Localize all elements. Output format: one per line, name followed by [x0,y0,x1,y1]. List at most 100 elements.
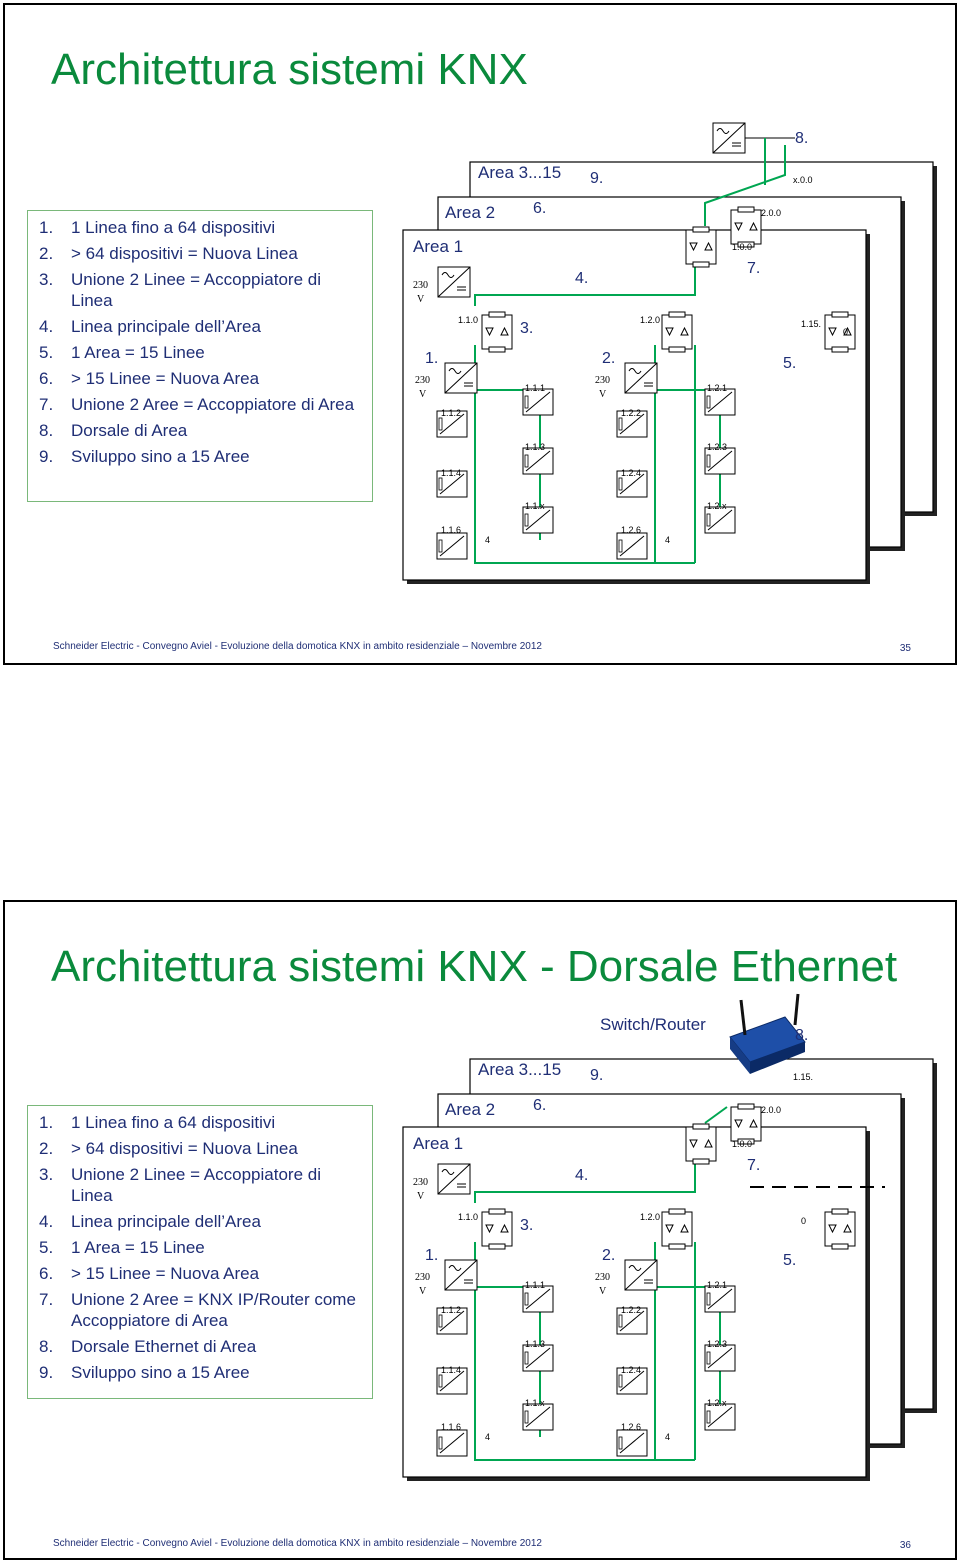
list-item: 3.Unione 2 Linee = Accoppiatore di Linea [36,269,364,311]
list-item: 8. Dorsale Ethernet di Area [36,1336,364,1357]
step-label: 9. [590,1067,604,1084]
diagram-canvas [402,122,937,584]
line-coupler-icon [824,1208,856,1250]
voltage-label: 230 [413,1177,428,1188]
address-label: 1.1.6 [441,525,462,535]
slide-1: Architettura sistemi KNX 1.1 Linea fino … [3,3,957,665]
voltage-unit-label: V [419,1286,427,1297]
item-text: > 64 dispositivi = Nuova Linea [71,244,298,263]
voltage-unit-label: V [419,389,427,400]
step-label: 4. [575,270,589,287]
bus-device-icon [616,1429,648,1457]
address-label: 1.15. [801,319,822,329]
power-supply-icon [624,362,658,394]
list-item: 3.Unione 2 Linee = Accoppiatore di Linea [36,1164,364,1206]
item-number: 1. [39,218,54,237]
area-label: Area 2 [445,1100,496,1119]
step-label: 4. [575,1167,589,1184]
slide-title: Architettura sistemi KNX - Dorsale Ether… [51,942,898,991]
line-coupler-icon [685,226,717,268]
step-label: 3. [520,1217,534,1234]
area-label: Area 1 [413,237,464,256]
list-item: 7. Unione 2 Aree = KNX IP/Router come Acc… [36,1289,364,1331]
address-label: 1.1.4 [441,468,462,478]
address-label: 1.2.3 [707,1339,728,1349]
line-count-label: 4 [665,1432,671,1442]
address-label: 1.15. [793,1072,814,1082]
feature-list-box: 1.1 Linea fino a 64 dispositivi 2.> 64 d… [27,210,373,502]
list-item: 5.1 Area = 15 Linee [36,1237,364,1258]
switch-router-icon [729,993,806,1074]
address-label: 1.1.0 [458,315,479,325]
voltage-unit-label: V [417,294,425,305]
address-label: 1.2.1 [707,383,728,393]
bus-device-icon [616,532,648,560]
address-label: 0 [801,1216,807,1226]
address-label: 2.0.0 [761,1105,782,1115]
power-supply-icon [712,122,746,154]
address-label: 1.2.4 [621,468,642,478]
voltage-label: 230 [415,375,430,386]
item-text: > 15 Linee = Nuova Area [71,369,260,388]
item-number: 5. [39,343,54,362]
line-coupler-icon [661,311,693,353]
area-label: Area 2 [445,203,496,222]
item-number: 2. [39,244,54,263]
voltage-label: 230 [413,280,428,291]
address-label: 1.2.4 [621,1365,642,1375]
address-label: 1.2.1 [707,1280,728,1290]
bus-device-icon [704,1344,736,1372]
address-label: 1.2.x [707,1398,727,1408]
address-label: 1.1.x [525,1398,545,1408]
area-label: Area 1 [413,1134,464,1153]
address-label: 1.1.4 [441,1365,462,1375]
address-label: 1.1.1 [525,383,546,393]
address-label: 1.2.2 [621,1305,642,1315]
item-number: 4. [39,1212,54,1231]
voltage-unit-label: V [599,1286,607,1297]
item-text: Unione 2 Aree = KNX IP/Router come Accop… [71,1290,356,1330]
switch-router-label: Switch/Router [600,1015,706,1034]
bus-device-icon [616,410,648,438]
bus-device-icon [522,1344,554,1372]
list-item: 4.Linea principale dell’Area [36,1211,364,1232]
bus-device-icon [704,1403,736,1431]
voltage-label: 230 [595,1272,610,1283]
address-label: 1.1.2 [441,1305,462,1315]
main-line [474,260,696,306]
step-label: 9. [590,170,604,187]
line-count-label: 4 [485,1432,491,1442]
power-supply-icon [444,362,478,394]
item-text: > 15 Linee = Nuova Area [71,1264,260,1283]
address-label: 1.1.0 [458,1212,479,1222]
item-text: 1 Area = 15 Linee [71,1238,205,1257]
item-text: Dorsale Ethernet di Area [71,1337,257,1356]
power-supply-icon [444,1259,478,1291]
page-number: 35 [899,643,911,654]
address-label: 1.1.1 [525,1280,546,1290]
main-line [474,1157,696,1203]
bus-device-icon [704,1285,736,1313]
address-label: 1.1.3 [525,442,546,452]
item-number: 7. [39,1290,54,1309]
area-label: Area 3...15 [478,1060,562,1079]
item-text: Sviluppo sino a 15 Aree [71,447,250,466]
item-number: 9. [39,447,54,466]
address-label: 1.0.0 [732,242,753,252]
item-number: 6. [39,1264,54,1283]
bus-device-icon [522,388,554,416]
item-text: Dorsale di Area [71,421,188,440]
bus-device-icon [616,1307,648,1335]
item-text: 1 Linea fino a 64 dispositivi [71,1113,276,1132]
area-label: Area 3...15 [478,163,562,182]
page-number: 36 [899,1540,911,1551]
step-label: 7. [747,260,761,277]
address-label: 1.2.0 [640,315,661,325]
item-number: 4. [39,317,54,336]
item-number: 8. [39,1337,54,1356]
step-label: 3. [520,320,534,337]
item-text: Unione 2 Aree = Accoppiatore di Area [71,395,355,414]
bus-device-icon [522,1285,554,1313]
item-text: Sviluppo sino a 15 Aree [71,1363,250,1382]
step-label: 8. [795,130,809,147]
